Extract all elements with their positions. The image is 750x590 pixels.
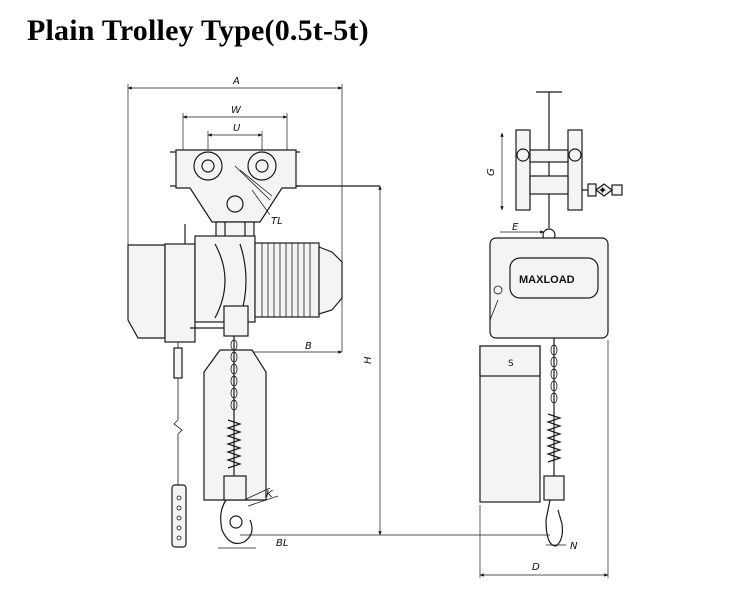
dim-label-g: G — [486, 168, 497, 176]
dim-label-u: U — [233, 123, 241, 134]
dim-label-s: S — [508, 359, 514, 369]
dim-label-tl: TL — [271, 216, 283, 227]
dim-label-b: B — [305, 341, 312, 352]
svg-text:✦: ✦ — [598, 184, 607, 197]
dim-label-n: N — [570, 541, 578, 552]
dim-label-d: D — [532, 562, 540, 573]
front-view: A W U TL — [127, 76, 380, 549]
dim-label-bl: BL — [276, 538, 288, 549]
dim-label-w: W — [231, 105, 242, 116]
page-title: Plain Trolley Type(0.5t-5t) — [27, 14, 369, 47]
brand-label: MAXLOAD — [519, 274, 575, 286]
dim-label-k: K — [266, 489, 274, 500]
dimension-h: H — [240, 185, 550, 536]
dim-label-a: A — [232, 76, 240, 87]
dim-label-h: H — [363, 356, 374, 364]
side-view: G ✦ E MAXLOAD S — [479, 91, 623, 578]
dim-label-e: E — [512, 222, 519, 233]
